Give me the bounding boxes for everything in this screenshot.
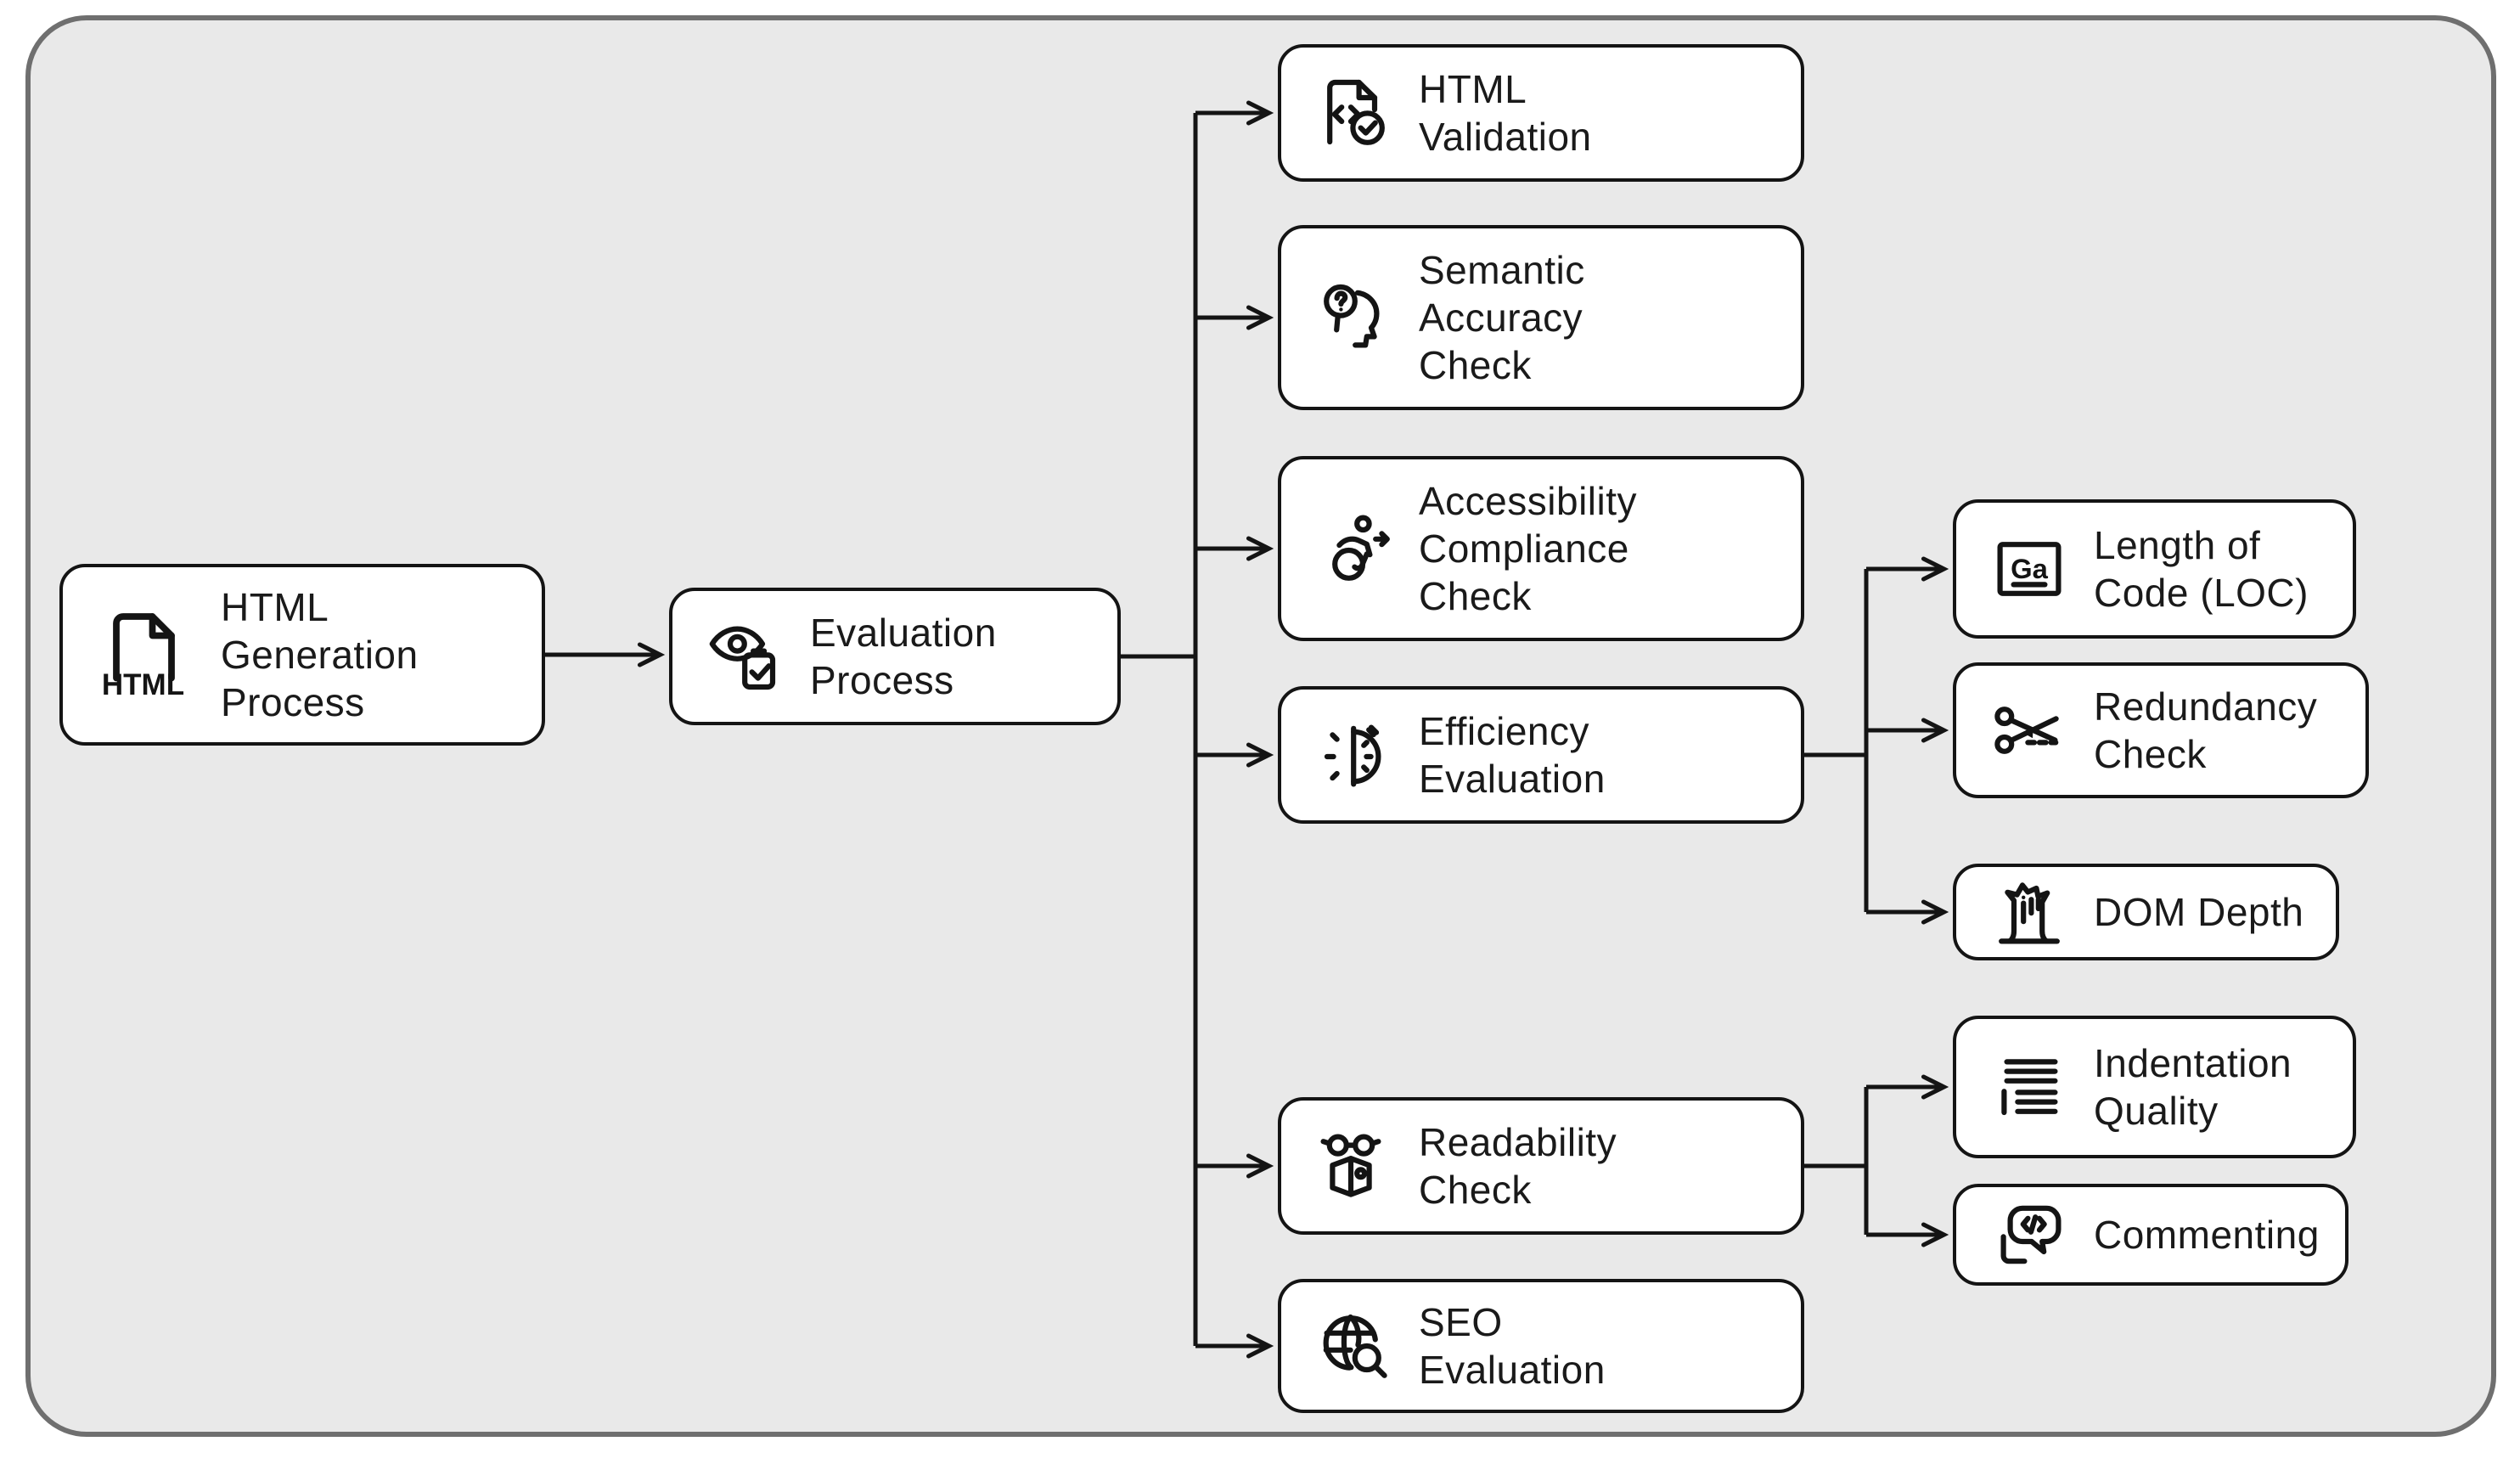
node-label: Efficiency Evaluation [1419, 708, 1606, 801]
indent-lines-icon [1988, 1046, 2070, 1128]
node-label: HTML Validation [1419, 66, 1592, 159]
node-indentation-quality: Indentation Quality [1953, 1016, 2356, 1158]
node-label: HTML Generation Process [221, 584, 419, 725]
stopwatch-half-icon [1313, 714, 1395, 796]
node-redundancy-check: Redundancy Check [1953, 662, 2369, 798]
ga-measure-box-icon: Ga [1988, 528, 2070, 610]
globe-search-icon [1313, 1305, 1395, 1387]
node-label: Length of Code (LOC) [2094, 522, 2309, 615]
node-label: Indentation Quality [2094, 1040, 2292, 1133]
node-label: Evaluation Process [810, 610, 997, 702]
code-file-check-icon [1313, 72, 1395, 154]
wheelchair-arrow-icon [1313, 508, 1395, 589]
node-label: SEO Evaluation [1419, 1299, 1606, 1392]
eye-checklist-icon [705, 616, 786, 697]
node-label: Readability Check [1419, 1119, 1617, 1212]
svg-text:HTML: HTML [102, 668, 184, 701]
node-label: Semantic Accuracy Check [1419, 247, 1585, 388]
node-readability-check: Readability Check [1278, 1097, 1804, 1235]
tree-stump-icon [1988, 871, 2070, 953]
node-efficiency-evaluation: Efficiency Evaluation [1278, 686, 1804, 824]
svg-text:Ga: Ga [2011, 553, 2049, 584]
node-dom-depth: DOM Depth [1953, 864, 2339, 960]
comment-code-bubble-icon [1988, 1194, 2070, 1275]
node-semantic-accuracy-check: Semantic Accuracy Check [1278, 225, 1804, 410]
node-label: Accessibility Compliance Check [1419, 478, 1638, 619]
node-label: DOM Depth [2094, 889, 2304, 934]
html-file-icon: HTML [95, 604, 197, 706]
scissors-icon [1988, 690, 2070, 771]
node-length-of-code: Ga Length of Code (LOC) [1953, 499, 2356, 639]
glasses-book-icon [1313, 1125, 1395, 1207]
node-html-generation-process: HTML HTML Generation Process [59, 564, 545, 746]
node-accessibility-compliance-check: Accessibility Compliance Check [1278, 456, 1804, 641]
node-commenting: Commenting [1953, 1184, 2348, 1286]
node-label: Commenting [2094, 1212, 2320, 1257]
head-question-icon [1313, 277, 1395, 358]
node-html-validation: HTML Validation [1278, 44, 1804, 182]
node-label: Redundancy Check [2094, 684, 2318, 776]
node-seo-evaluation: SEO Evaluation [1278, 1279, 1804, 1413]
node-evaluation-process: Evaluation Process [669, 588, 1121, 725]
